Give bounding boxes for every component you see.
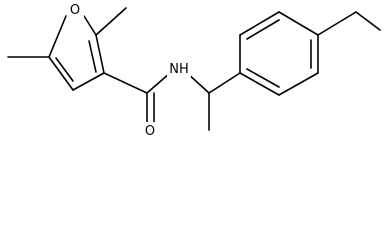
- bond-c3-carbonyl: [103, 72, 148, 94]
- atom-label-carbonyl-oxygen: O: [145, 124, 155, 138]
- bond-c2-c3: [95, 34, 105, 74]
- chemical-structure-diagram: O NH O: [7, 1, 381, 138]
- bond-ch-aryl: [208, 72, 241, 94]
- bond-ar6-ar1: [239, 72, 280, 96]
- bond-ar6-ar1-inner: [246, 68, 280, 88]
- bond-ar3-ar4: [278, 11, 319, 36]
- bond-ar2-ar3: [239, 11, 280, 36]
- bond-c3-c4: [72, 72, 105, 91]
- bond-o1-c2: [83, 15, 97, 36]
- bond-ar4-ethyl-ch2: [317, 11, 357, 36]
- bond-c4-c5-double: [55, 57, 74, 82]
- atom-label-furan-oxygen: O: [70, 3, 80, 18]
- bond-carbonyl-n: [146, 72, 171, 94]
- bond-c2-methyl: [95, 7, 127, 36]
- benzene-ring: [239, 11, 319, 96]
- furan-ring: [48, 15, 105, 91]
- bond-c4-c5: [48, 56, 74, 91]
- bond-c5-o1: [48, 15, 67, 58]
- bond-c2-c3-double: [88, 40, 97, 73]
- bond-ethyl-ch2-ch3: [355, 11, 381, 31]
- bond-ar5-ar6: [278, 72, 319, 96]
- atom-label-amide-nitrogen: NH: [169, 62, 189, 77]
- bond-ar2-ar3-inner: [246, 19, 280, 40]
